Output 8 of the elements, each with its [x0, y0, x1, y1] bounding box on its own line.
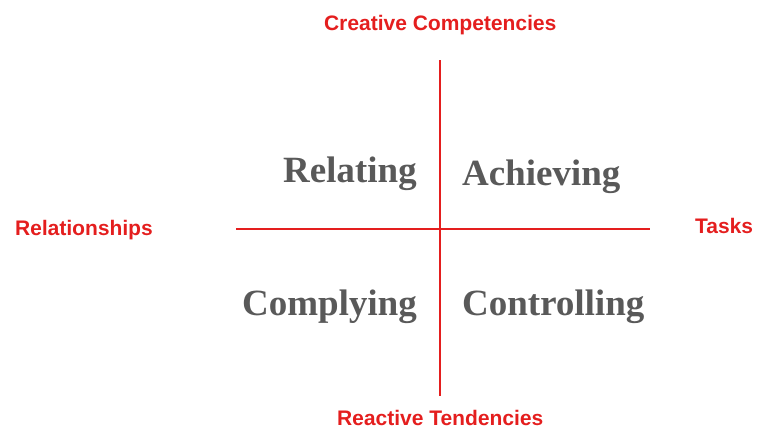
axis-label: Creative Competencies	[324, 12, 556, 34]
axis-label: Reactive Tendencies	[337, 408, 544, 428]
quadrant-label: Achieving	[462, 154, 620, 192]
quadrant-label: Complying	[242, 284, 417, 322]
quadrant-label: Controlling	[462, 284, 644, 322]
quadrant-label: Relating	[283, 152, 417, 188]
axis-label: Relationships	[15, 218, 153, 238]
axis-label: Tasks	[695, 216, 753, 236]
